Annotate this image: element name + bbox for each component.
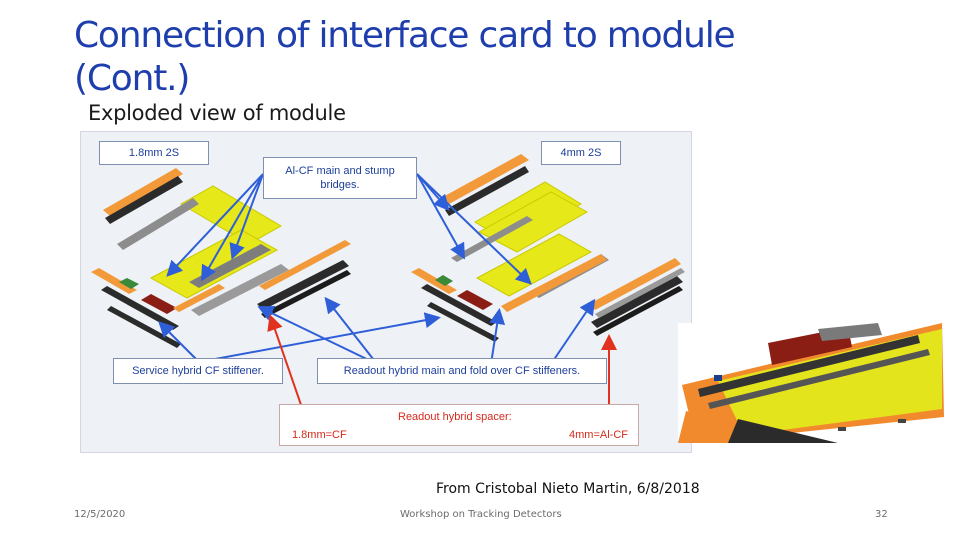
module-photo [678,323,944,443]
label-1-8mm-2s: 1.8mm 2S [99,141,209,165]
label-spacer-title: Readout hybrid spacer: [398,411,512,423]
label-service-hybrid-stiffener: Service hybrid CF stiffener. [113,358,283,384]
readout-hybrid-spacer-box: Readout hybrid spacer: 1.8mm=CF 4mm=Al-C… [279,404,639,446]
slide-subtitle: Exploded view of module [88,101,346,125]
footer-page-number: 32 [875,509,888,520]
label-spacer-1-8mm: 1.8mm=CF [292,429,347,441]
right-module [411,154,685,342]
label-readout-hybrid-stiffeners: Readout hybrid main and fold over CF sti… [317,358,607,384]
label-spacer-4mm: 4mm=Al-CF [569,429,628,441]
footer-event: Workshop on Tracking Detectors [400,509,562,520]
source-credit: From Cristobal Nieto Martin, 6/8/2018 [436,481,700,497]
footer-date: 12/5/2020 [74,509,126,520]
exploded-view-drawing [91,154,685,429]
label-4mm-2s: 4mm 2S [541,141,621,165]
module-photo-drawing [678,323,944,443]
exploded-view-figure: 1.8mm 2S 4mm 2S Al-CF main and stump bri… [80,131,692,453]
slide-title: Connection of interface card to module (… [74,15,736,99]
label-al-cf-bridges: Al-CF main and stump bridges. [263,157,417,199]
